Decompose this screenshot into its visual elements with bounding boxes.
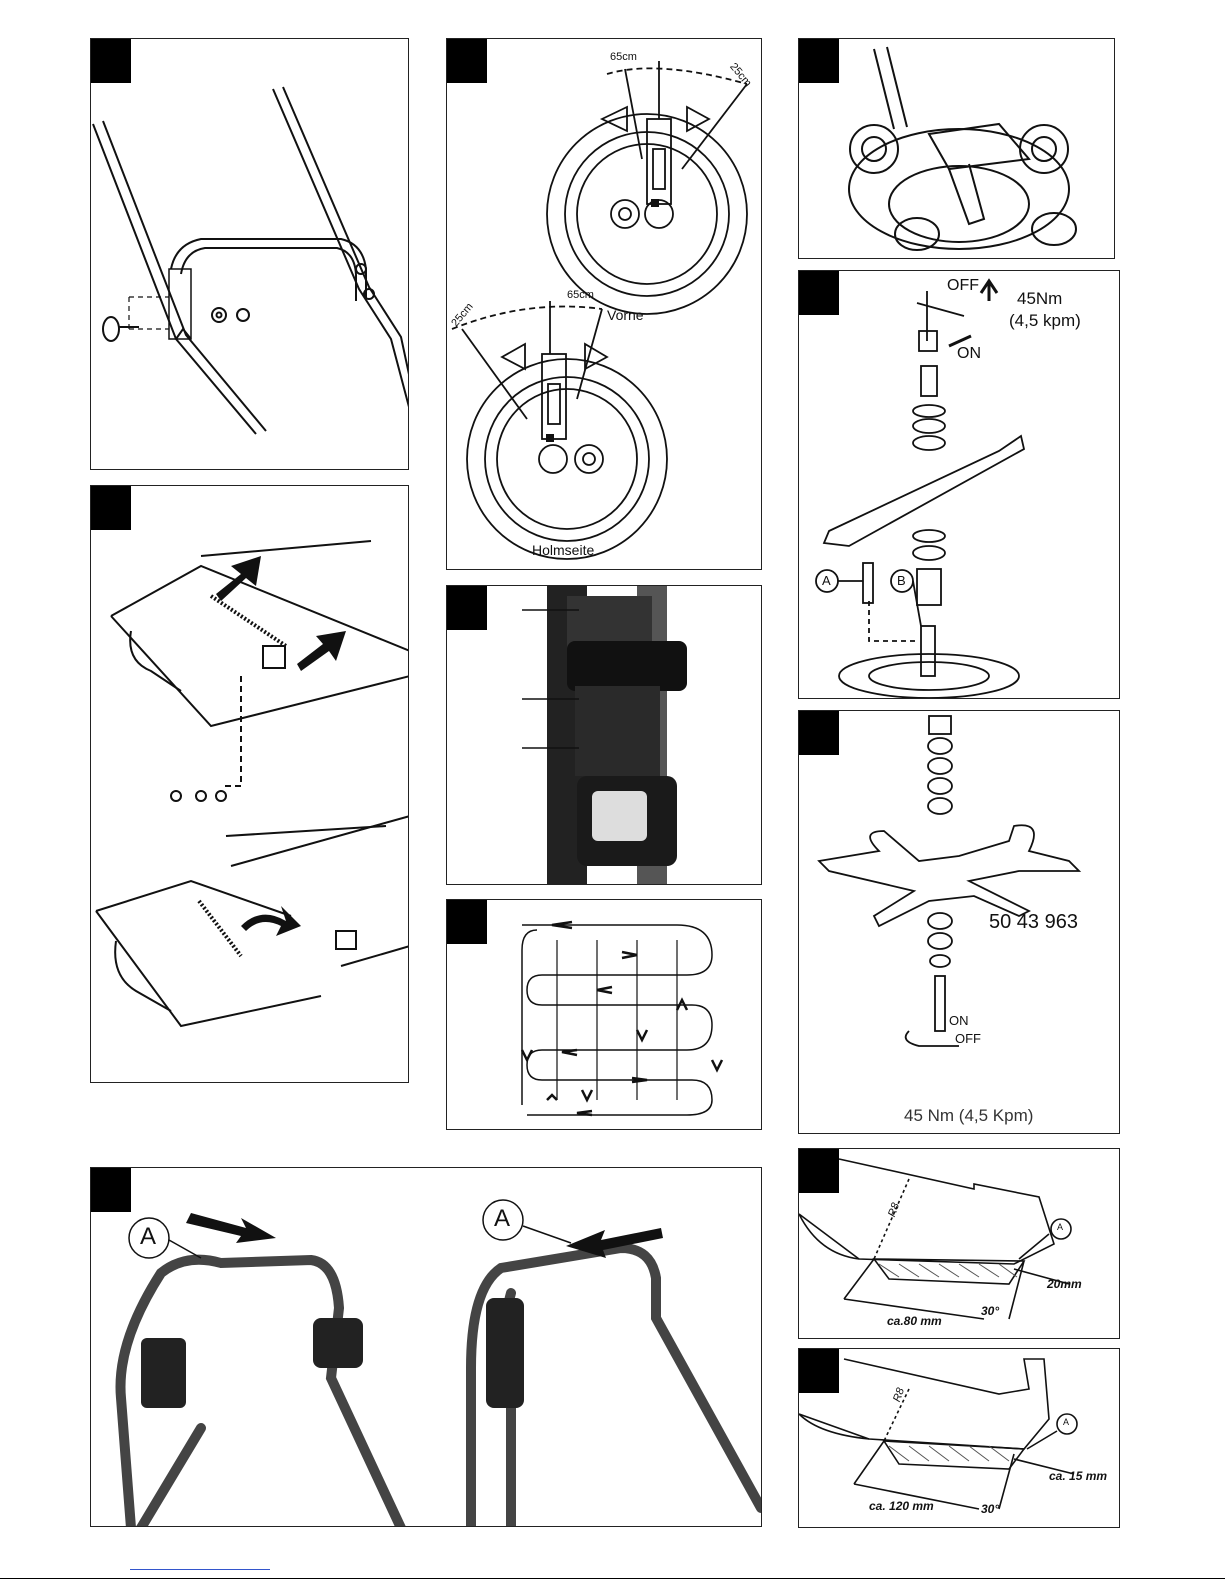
blade-sharpening-2-drawing (799, 1349, 1120, 1528)
dim-label-65cm-top: 65cm (610, 51, 637, 63)
figure-handle-folding: A A (90, 1167, 762, 1527)
marker-label: A (1063, 1417, 1069, 1427)
figure-handle-assembly (90, 38, 409, 470)
figure-blade-assembly: OFF ON 45Nm (4,5 kpm) A B (798, 270, 1120, 699)
marker-a-right: A (494, 1205, 510, 1233)
footer-link-underline (130, 1569, 270, 1570)
figure-star-blade: 50 43 963 ON OFF 45 Nm (4,5 Kpm) (798, 710, 1120, 1134)
handle-side-label: Holmseite (532, 542, 594, 558)
angle-label: 30° (981, 1502, 999, 1516)
front-label: Vorne (607, 307, 644, 323)
height-adjustment-drawing (447, 39, 762, 570)
figure-blade-sharpening-2: R8 A ca. 15 mm ca. 120 mm 30° (798, 1348, 1120, 1528)
on-label: ON (949, 1013, 969, 1028)
figure-grass-box-latch (90, 485, 409, 1083)
torque-label: 45 Nm (4,5 Kpm) (904, 1106, 1033, 1126)
dim-label-65cm-bottom: 65cm (567, 289, 594, 301)
figure-height-adjustment: 65cm 25cm 25cm 65cm Vorne Holmseite (446, 38, 762, 570)
on-label: ON (957, 345, 981, 363)
mowing-pattern-drawing (447, 900, 762, 1130)
figure-mower-underside (798, 38, 1115, 259)
torque-label: 45Nm (1017, 289, 1062, 309)
part-number-label: 50 43 963 (989, 911, 1078, 934)
marker-label: A (1057, 1222, 1063, 1232)
handle-folding-drawing (91, 1168, 762, 1527)
blade-assembly-drawing (799, 271, 1120, 699)
page-bottom-rule (0, 1578, 1225, 1579)
length-label: ca. 120 mm (869, 1499, 934, 1513)
grass-box-latch-drawing (91, 486, 409, 1083)
width-label: ca. 15 mm (1049, 1469, 1107, 1483)
part-b-label: B (897, 573, 906, 588)
torque-kpm-label: (4,5 kpm) (1009, 311, 1081, 331)
length-label: ca.80 mm (887, 1314, 942, 1328)
figure-switch-photo (446, 585, 762, 885)
handle-assembly-drawing (91, 39, 409, 470)
part-a-label: A (822, 573, 831, 588)
width-label: 20mm (1047, 1277, 1082, 1291)
figure-blade-sharpening-1: R8 A 20mm ca.80 mm 30° (798, 1148, 1120, 1339)
off-label: OFF (947, 277, 979, 295)
switch-photo-drawing (447, 586, 762, 885)
blade-sharpening-1-drawing (799, 1149, 1120, 1339)
off-label: OFF (955, 1031, 981, 1046)
marker-a-left: A (140, 1223, 156, 1251)
mower-underside-drawing (799, 39, 1115, 259)
angle-label: 30° (981, 1304, 999, 1318)
figure-mowing-pattern (446, 899, 762, 1130)
